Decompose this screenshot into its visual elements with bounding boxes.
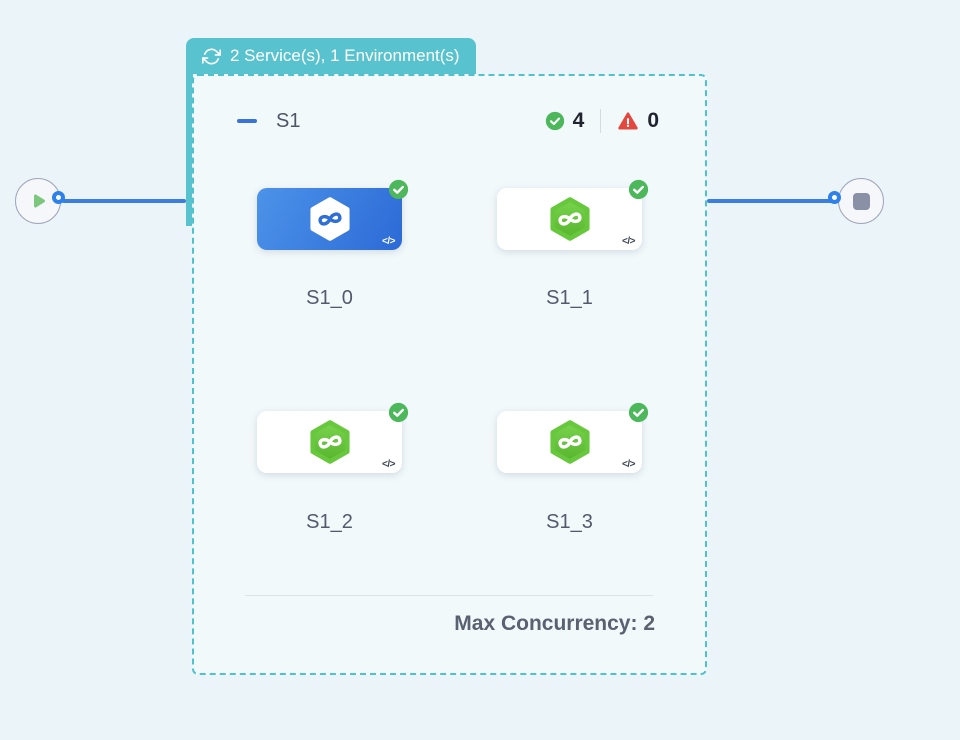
connector-port-right[interactable]: [828, 191, 841, 204]
code-icon: </>: [622, 459, 635, 470]
stage-title: S1: [276, 109, 301, 132]
connector-port-left[interactable]: [52, 191, 65, 204]
code-icon: </>: [382, 236, 395, 247]
service-card-s1-0[interactable]: </>: [257, 179, 409, 250]
service-hexagon-icon: [307, 419, 353, 465]
code-icon: </>: [382, 459, 395, 470]
service-label: S1_1: [546, 287, 593, 309]
check-badge-icon: [388, 179, 409, 200]
stage-group-container: S1 4: [192, 74, 707, 675]
check-badge-icon: [388, 402, 409, 423]
success-count: 4: [572, 109, 585, 132]
check-circle-icon: [545, 111, 565, 131]
service-hexagon-icon: [547, 196, 593, 242]
code-icon: </>: [622, 236, 635, 247]
edge-group-to-end: [707, 199, 838, 203]
service-hexagon-icon: [307, 196, 353, 242]
failure-count: 0: [647, 109, 659, 132]
warning-triangle-icon: [617, 111, 639, 132]
service-card-s1-3[interactable]: </>: [497, 402, 649, 473]
edge-start-to-group: [62, 199, 186, 203]
max-concurrency-label: Max Concurrency: 2: [454, 612, 655, 635]
service-card-s1-1[interactable]: </>: [497, 179, 649, 250]
collapse-minus-icon[interactable]: [237, 119, 257, 123]
end-node[interactable]: [838, 178, 884, 224]
group-accent-strip: [186, 58, 193, 226]
check-badge-icon: [628, 402, 649, 423]
service-label: S1_3: [546, 511, 593, 533]
service-environment-badge[interactable]: 2 Service(s), 1 Environment(s): [186, 38, 476, 74]
service-card-s1-2[interactable]: </>: [257, 402, 409, 473]
loop-icon: [202, 47, 221, 66]
service-label: S1_0: [306, 287, 353, 309]
stage-header: S1 4: [237, 107, 659, 135]
check-badge-icon: [628, 179, 649, 200]
service-label: S1_2: [306, 511, 353, 533]
service-hexagon-icon: [547, 419, 593, 465]
status-cluster: 4 0: [545, 109, 659, 133]
status-divider: [600, 109, 602, 133]
stop-icon: [852, 192, 870, 210]
play-icon: [26, 189, 50, 213]
footer-divider: [245, 595, 653, 596]
badge-label: 2 Service(s), 1 Environment(s): [230, 46, 460, 65]
